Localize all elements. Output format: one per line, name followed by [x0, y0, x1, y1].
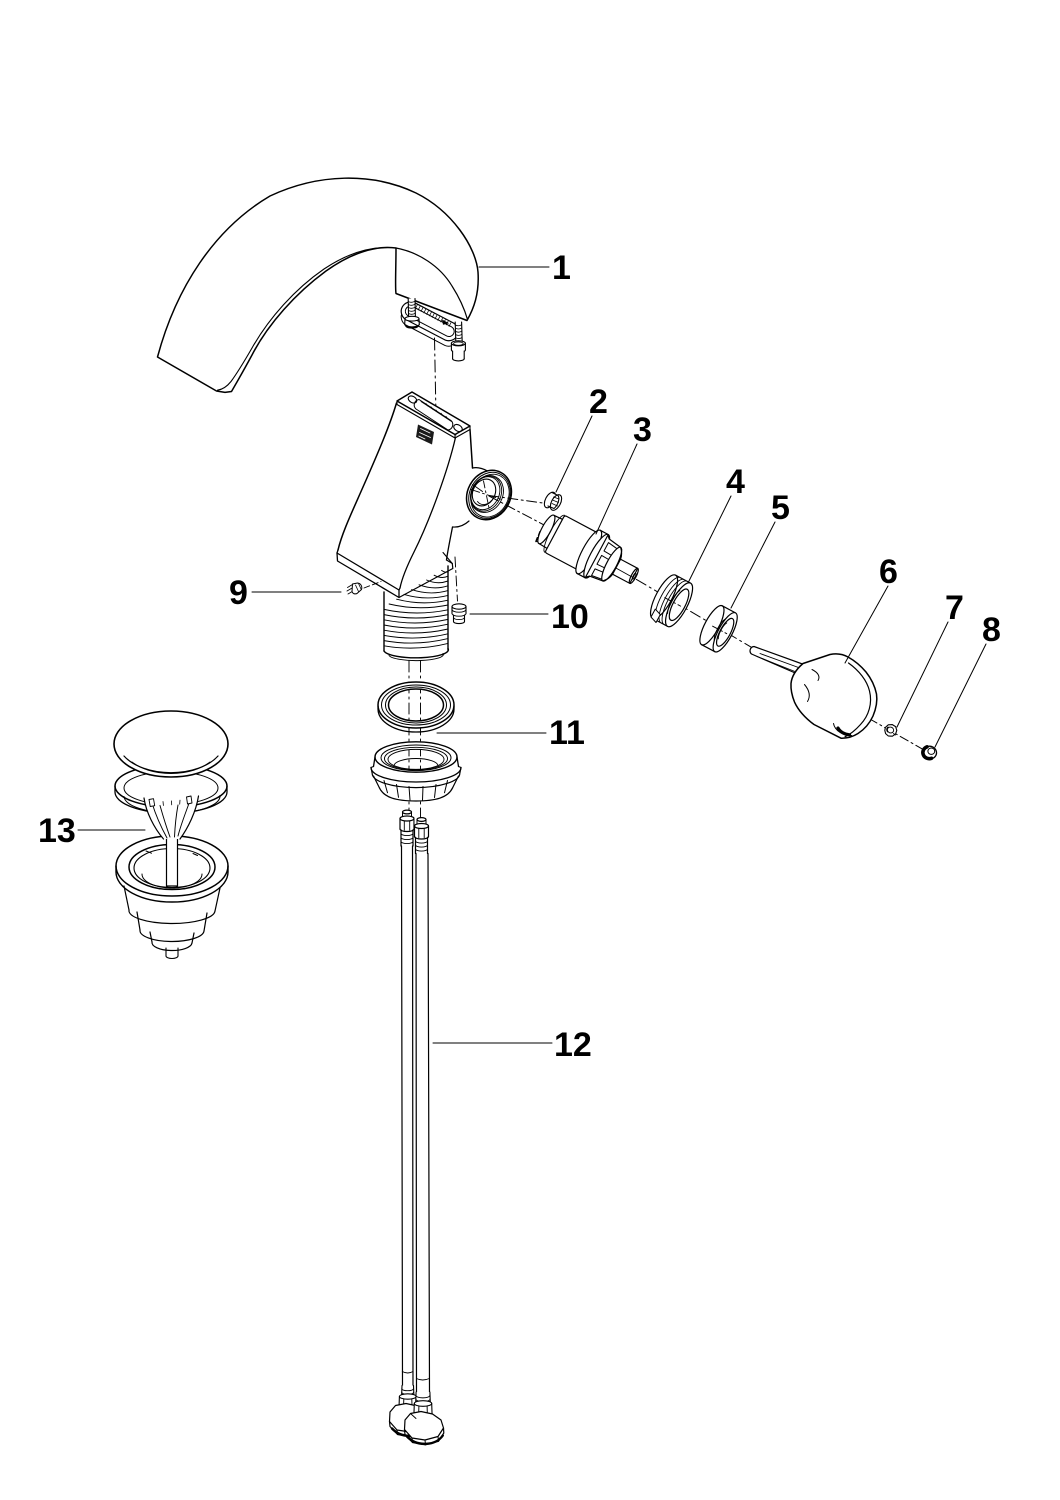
callout-labels: 1 2 3 4 5 6 7 8 9 10 11 12 13 — [38, 249, 1001, 1064]
callout-13: 13 — [38, 812, 76, 850]
part-base-gasket — [377, 681, 455, 733]
spout-mounting-studs — [400, 297, 466, 362]
callout-9: 9 — [229, 574, 248, 612]
part-hoses — [388, 809, 445, 1446]
centerline-bore-cross — [470, 480, 504, 509]
callout-2: 2 — [589, 383, 608, 421]
body-top-platform — [396, 391, 471, 439]
callout-6: 6 — [879, 553, 898, 591]
drain-dome-cap — [113, 710, 229, 778]
callout-1: 1 — [552, 249, 571, 287]
callout-4: 4 — [726, 463, 745, 501]
callout-12: 12 — [554, 1026, 592, 1064]
faucet-body — [336, 391, 513, 662]
callout-leaders — [77, 266, 987, 1044]
hose-connector-right — [413, 816, 430, 876]
body-base-plate — [336, 549, 454, 599]
part-cartridge — [535, 514, 639, 585]
callout-3: 3 — [633, 411, 652, 449]
callout-8: 8 — [982, 611, 1001, 649]
part-threaded-ring — [649, 574, 694, 628]
part-drain-set — [113, 710, 229, 960]
hose-end-fittings — [388, 1384, 445, 1446]
part-set-screw — [346, 581, 382, 595]
drain-skirt — [123, 885, 221, 960]
part-trim-ring — [699, 604, 738, 653]
centerline-cartridge-axis-a — [488, 495, 547, 527]
hose-connector-left — [399, 809, 415, 847]
body-cartridge-boss — [451, 467, 513, 528]
centerline-spout-body — [434, 337, 437, 417]
centerline-plug-axis — [488, 495, 544, 504]
part-spout — [156, 177, 479, 394]
part-handle-screw — [884, 724, 898, 737]
callout-10: 10 — [551, 598, 589, 636]
callout-11: 11 — [549, 714, 585, 752]
centerline-handle-screw-axis — [868, 718, 925, 751]
body-logo — [416, 424, 434, 445]
hose-tubes — [400, 845, 431, 1393]
centerline-cartridge-axis-b — [545, 525, 757, 651]
body-threaded-tail — [383, 565, 450, 662]
part-insert — [451, 556, 467, 625]
part-handle — [749, 645, 878, 739]
part-plug — [543, 491, 563, 511]
callout-5: 5 — [771, 489, 790, 527]
part-cover-cap — [921, 745, 938, 761]
part-mounting-nut — [370, 741, 462, 802]
callout-7: 7 — [945, 589, 964, 627]
drain-cone — [143, 795, 200, 840]
